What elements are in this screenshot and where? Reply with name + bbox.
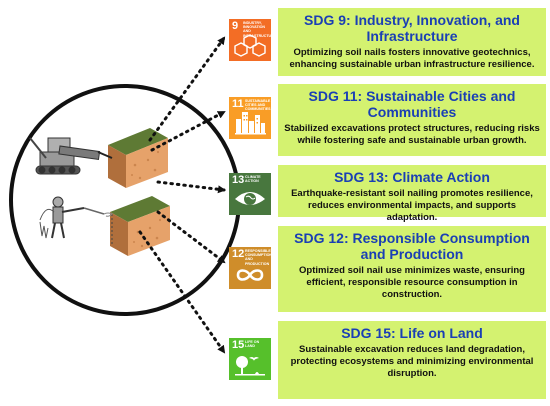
card-sdg15-title: SDG 15: Life on Land [341, 325, 483, 341]
card-sdg11: SDG 11: Sustainable Cities and Communiti… [278, 84, 546, 156]
sdg12-icon: 12 Responsible Consumption and Productio… [229, 247, 271, 289]
sdg12-caption: Responsible Consumption and Production [245, 249, 271, 266]
card-sdg13: SDG 13: Climate Action Earthquake-resist… [278, 165, 546, 223]
cubes-icon [229, 19, 271, 61]
arrow-to-sdg11 [150, 110, 226, 152]
card-sdg13-description: Earthquake-resistant soil nailing promot… [291, 188, 533, 223]
arrow-to-sdg9 [148, 36, 226, 142]
card-sdg9-title: SDG 9: Industry, Innovation, and Infrast… [304, 12, 520, 44]
sdg13-caption: Climate Action [245, 175, 261, 184]
sdg11-icon: 11 Sustainable Cities and Communities [229, 97, 271, 139]
lower-soil-block [110, 196, 170, 256]
card-sdg12: SDG 12: Responsible Consumption and Prod… [278, 226, 546, 312]
sdg11-number: 11 [232, 98, 244, 110]
excavation-illustration [9, 84, 241, 316]
sdg13-number: 13 [232, 174, 245, 186]
card-sdg11-title: SDG 11: Sustainable Cities and Communiti… [308, 88, 516, 120]
drill-rig-machine [29, 137, 113, 175]
card-sdg9-description: Optimizing soil nails fosters innovative… [289, 47, 535, 70]
sdg9-caption: Industry, Innovation and Infrastructure [243, 21, 271, 38]
arrow-to-sdg15 [138, 230, 226, 354]
sdg12-number: 12 [232, 248, 245, 260]
card-sdg13-title: SDG 13: Climate Action [334, 169, 490, 185]
tree-bird-icon [229, 338, 271, 380]
sdg13-icon: 13 Climate Action [229, 173, 271, 215]
infinity-icon [229, 247, 271, 289]
card-sdg15: SDG 15: Life on Land Sustainable excavat… [278, 321, 546, 399]
arrow-to-sdg13 [156, 180, 226, 194]
card-sdg12-description: Optimized soil nail use minimizes waste,… [299, 265, 525, 300]
card-sdg12-title: SDG 12: Responsible Consumption and Prod… [294, 230, 530, 262]
city-icon [229, 97, 271, 139]
card-sdg9: SDG 9: Industry, Innovation, and Infrast… [278, 8, 546, 76]
upper-soil-block [108, 128, 168, 188]
sdg15-number: 15 [232, 339, 245, 351]
sdg15-caption: Life on Land [245, 340, 260, 349]
illustration-circle [9, 84, 241, 316]
card-sdg11-description: Stabilized excavations protect structure… [284, 123, 540, 146]
sdg9-number: 9 [232, 20, 239, 32]
connector-arrows [138, 36, 226, 354]
eye-globe-icon [229, 173, 271, 215]
worker-figure [39, 196, 113, 239]
arrow-to-sdg12 [156, 210, 226, 264]
sdg11-caption: Sustainable Cities and Communities [245, 99, 271, 112]
sdg9-icon: 9 Industry, Innovation and Infrastructur… [229, 19, 271, 61]
sdg15-icon: 15 Life on Land [229, 338, 271, 380]
card-sdg15-description: Sustainable excavation reduces land degr… [290, 344, 534, 379]
